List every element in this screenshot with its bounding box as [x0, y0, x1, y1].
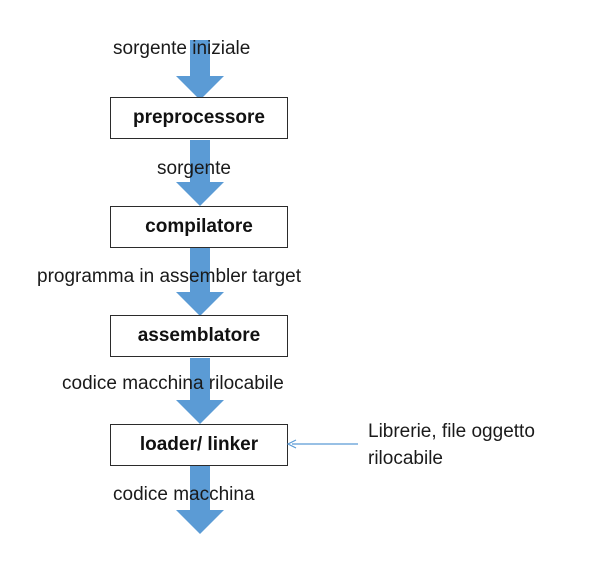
side-input-line-1: Librerie, file oggetto [368, 421, 535, 442]
stage-box-loader-linker: loader/ linker [110, 424, 288, 466]
side-input-note: Librerie, file oggetto rilocabile [368, 418, 535, 472]
stage-box-assembler: assemblatore [110, 315, 288, 357]
flow-label-initial-source: sorgente iniziale [113, 38, 251, 59]
down-arrow-3 [176, 248, 224, 316]
flow-label-assembler-program: programma in assembler target [37, 266, 301, 287]
down-arrow-5 [176, 466, 224, 534]
down-arrow-2 [176, 140, 224, 206]
stage-box-compiler: compilatore [110, 206, 288, 248]
down-arrow-4 [176, 358, 224, 424]
side-input-line-2: rilocabile [368, 448, 443, 469]
stage-box-preprocessor: preprocessore [110, 97, 288, 139]
side-input-arrow [286, 439, 358, 449]
down-arrow-1 [176, 40, 224, 100]
flow-label-machine-code: codice macchina [113, 484, 255, 505]
flow-label-source: sorgente [157, 158, 231, 179]
flow-label-relocatable-code: codice macchina rilocabile [62, 373, 284, 394]
